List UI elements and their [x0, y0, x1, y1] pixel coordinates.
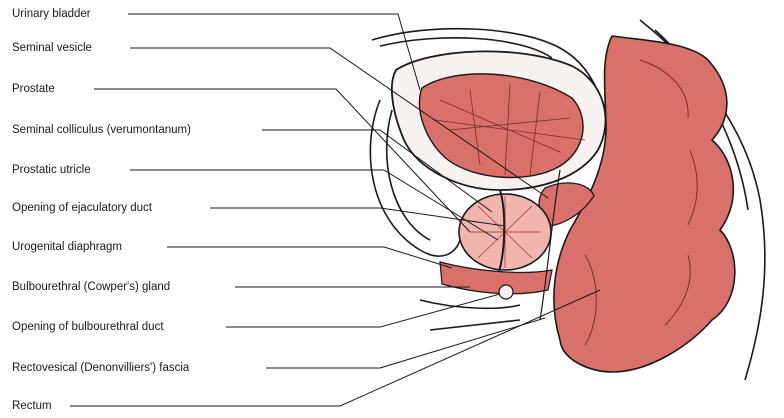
label-urogenital-diaphragm: Urogenital diaphragm [12, 240, 125, 254]
label-rectum: Rectum [12, 399, 55, 413]
label-seminal-vesicle: Seminal vesicle [12, 41, 95, 55]
label-seminal-colliculus: Seminal colliculus (verumontanum) [12, 123, 194, 137]
label-bulbourethral-gland: Bulbourethral (Cowper's) gland [12, 280, 173, 294]
label-ejaculatory-duct: Opening of ejaculatory duct [12, 201, 155, 215]
label-urinary-bladder: Urinary bladder [12, 7, 94, 21]
urinary-bladder-shape [392, 51, 606, 190]
label-prostate: Prostate [12, 82, 58, 96]
label-rectovesical-fascia: Rectovesical (Denonvilliers') fascia [12, 361, 192, 375]
label-prostatic-utricle: Prostatic utricle [12, 163, 94, 177]
prostate-shape [459, 190, 551, 275]
label-bulbourethral-duct: Opening of bulbourethral duct [12, 320, 167, 334]
